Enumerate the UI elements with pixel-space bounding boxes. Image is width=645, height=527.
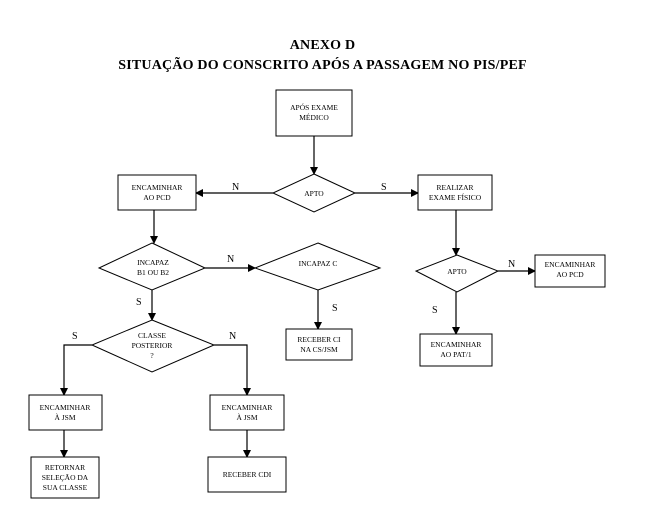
node-incapaz-b: INCAPAZ B1 OU B2 <box>97 242 207 291</box>
node-encaminhar-pcd-right: ENCAMINHAR AO PCD <box>534 254 606 288</box>
document-title: ANEXO D <box>289 38 356 53</box>
node-classe-posterior: CLASSE POSTERIOR ? <box>90 319 216 373</box>
node-retornar: RETORNAR SELEÇÃO DA SUA CLASSE <box>30 456 100 499</box>
svg-text:CLASSE: CLASSE <box>138 331 166 340</box>
label-n-apto: N <box>232 182 239 193</box>
document-subtitle: SITUAÇÃO DO CONSCRITO APÓS A PASSAGEM NO… <box>118 58 527 73</box>
edge-classe-to-jsm-right <box>214 344 251 396</box>
svg-text:RECEBER CDI: RECEBER CDI <box>223 470 272 479</box>
svg-text:REALIZAR: REALIZAR <box>436 183 473 192</box>
svg-text:ENCAMINHAR: ENCAMINHAR <box>545 260 596 269</box>
svg-text:ENCAMINHAR: ENCAMINHAR <box>431 340 482 349</box>
svg-text:À JSM: À JSM <box>54 412 75 422</box>
label-s-classe: S <box>72 331 78 342</box>
svg-text:AO PAT/1: AO PAT/1 <box>440 350 471 359</box>
label-s-incapazb: S <box>136 297 142 308</box>
svg-text:INCAPAZ C: INCAPAZ C <box>299 259 338 268</box>
svg-text:ENCAMINHAR: ENCAMINHAR <box>132 183 183 192</box>
label-s-incapazc: S <box>332 303 338 314</box>
label-n-incapazb: N <box>227 254 234 265</box>
node-apto-right: APTO <box>414 254 500 293</box>
svg-text:APTO: APTO <box>304 189 324 198</box>
label-n-apto-right: N <box>508 259 515 270</box>
node-receber-ci: RECEBER CI NA CS/JSM <box>285 328 353 361</box>
svg-text:SELEÇÃO DA: SELEÇÃO DA <box>42 472 89 482</box>
edge-classe-to-jsm-left <box>60 344 92 396</box>
svg-text:RECEBER CI: RECEBER CI <box>297 335 341 344</box>
edges <box>60 136 536 458</box>
node-apos-exame: APÓS EXAME MÉDICO <box>275 89 353 137</box>
svg-text:RETORNAR: RETORNAR <box>45 463 85 472</box>
node-receber-cdi: RECEBER CDI <box>207 456 287 493</box>
node-encaminhar-pcd-left: ENCAMINHAR AO PCD <box>117 174 197 211</box>
svg-text:POSTERIOR: POSTERIOR <box>132 341 173 350</box>
svg-text:APÓS EXAME: APÓS EXAME <box>290 102 338 112</box>
svg-text:ENCAMINHAR: ENCAMINHAR <box>40 403 91 412</box>
svg-text:À JSM: À JSM <box>236 412 257 422</box>
node-realizar-exame: REALIZAR EXAME FÍSICO <box>417 174 493 211</box>
svg-text:MÉDICO: MÉDICO <box>299 112 329 122</box>
node-incapaz-c: INCAPAZ C <box>253 242 382 291</box>
svg-text:SUA CLASSE: SUA CLASSE <box>43 483 88 492</box>
svg-text:AO PCD: AO PCD <box>556 270 584 279</box>
svg-text:INCAPAZ: INCAPAZ <box>137 258 169 267</box>
edge-labels: N S N S S N S S N <box>72 182 515 342</box>
node-encaminhar-jsm-right: ENCAMINHAR À JSM <box>209 394 285 431</box>
label-n-classe: N <box>229 331 236 342</box>
svg-text:?: ? <box>150 351 154 360</box>
svg-text:EXAME FÍSICO: EXAME FÍSICO <box>429 192 482 202</box>
svg-text:APTO: APTO <box>447 267 467 276</box>
node-apto-main: APTO <box>271 173 357 213</box>
label-s-apto: S <box>381 182 387 193</box>
label-s-apto-right: S <box>432 305 438 316</box>
svg-text:ENCAMINHAR: ENCAMINHAR <box>222 403 273 412</box>
svg-text:NA CS/JSM: NA CS/JSM <box>300 345 338 354</box>
svg-text:AO PCD: AO PCD <box>143 193 171 202</box>
node-encaminhar-pat: ENCAMINHAR AO PAT/1 <box>419 333 493 367</box>
svg-text:B1 OU B2: B1 OU B2 <box>137 268 169 277</box>
node-encaminhar-jsm-left: ENCAMINHAR À JSM <box>28 394 103 431</box>
